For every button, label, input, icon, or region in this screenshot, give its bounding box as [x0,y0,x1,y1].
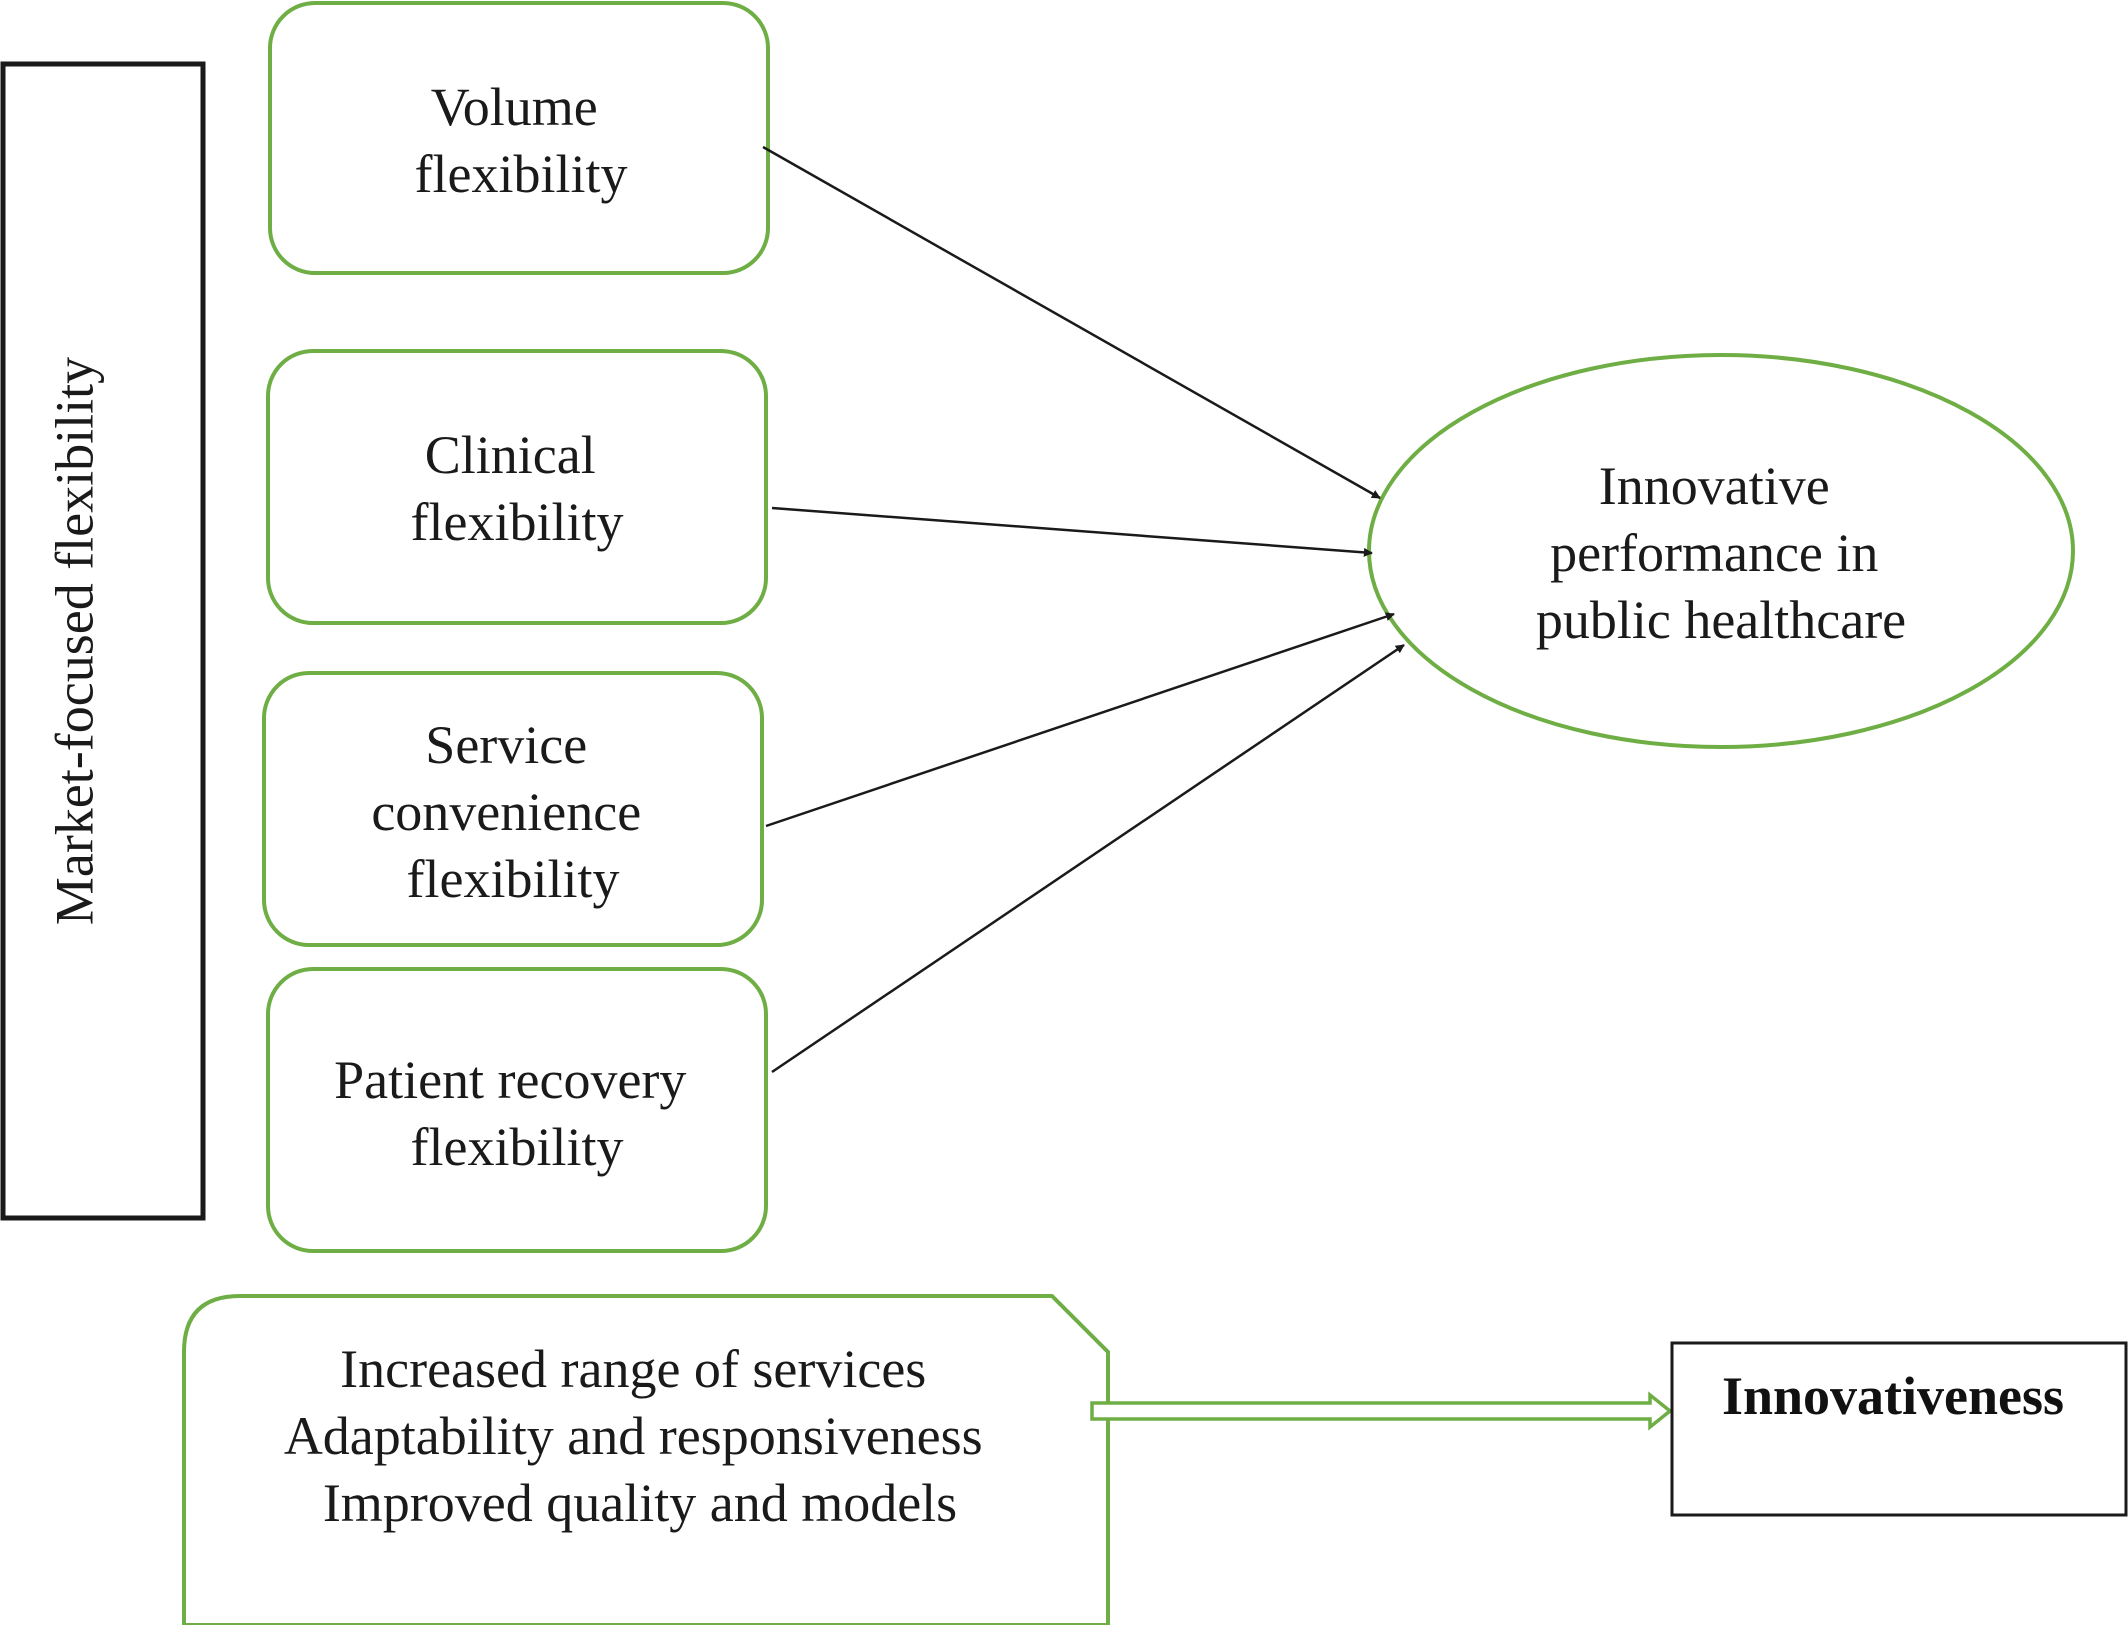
svg-text:Volume flexibility: Volume flexibility [415,77,628,204]
patient-line-1: Patient recovery [334,1050,686,1110]
patient-line-2: flexibility [411,1117,624,1177]
svg-text:Increased range of services: Increased range of services Adaptability… [284,1339,996,1533]
svg-text:Patient recovery flexibi: Patient recovery flexibility [334,1050,700,1177]
service-line-3: flexibility [407,849,620,909]
svg-text:Service convenience: Service convenience flexibility [371,715,654,909]
innovativeness-box: Innovativeness [1670,1341,2128,1517]
volume-line-1: Volume [431,77,598,137]
arrow-service-to-outcome [765,612,1395,828]
service-line-1: Service [425,715,587,775]
outcome-line-3: public healthcare [1536,590,1906,650]
market-focused-flexibility-frame: Market-focused flexibility [0,61,206,1221]
benefits-box: Increased range of services Adaptability… [182,1294,1110,1625]
benefit-line-1: Increased range of services [340,1339,926,1399]
dimension-patient-recovery-flexibility: Patient recovery flexibility [266,967,768,1253]
dimension-volume-flexibility: Volume flexibility [268,1,770,275]
dimension-clinical-flexibility: Clinical flexibility [266,349,768,625]
market-focused-flexibility-label: Market-focused flexibility [44,357,104,925]
outcome-line-1: Innovative [1599,456,1830,516]
outcome-line-2: performance in [1550,523,1878,583]
svg-text:Innovative performance i: Innovative performance in public healthc… [1536,456,1906,650]
innovativeness-label: Innovativeness [1722,1366,2064,1426]
svg-text:Clinical flexibility: Clinical flexibility [411,425,624,552]
clinical-line-2: flexibility [411,492,624,552]
outcome-innovative-performance: Innovative performance in public healthc… [1367,353,2075,749]
arrow-clinical-to-outcome [771,506,1373,557]
arrow-benefits-to-innovativeness [1090,1391,1673,1431]
arrow-volume-to-outcome [762,145,1381,500]
service-line-2: convenience [371,782,641,842]
benefit-line-3: Improved quality and models [323,1473,957,1533]
arrow-patient-to-outcome [771,643,1405,1074]
benefit-line-2: Adaptability and responsiveness [284,1406,983,1466]
volume-line-2: flexibility [415,144,628,204]
relationship-arrows [762,145,1405,1074]
dimension-service-convenience-flexibility: Service convenience flexibility [262,671,764,947]
clinical-line-1: Clinical [425,425,596,485]
